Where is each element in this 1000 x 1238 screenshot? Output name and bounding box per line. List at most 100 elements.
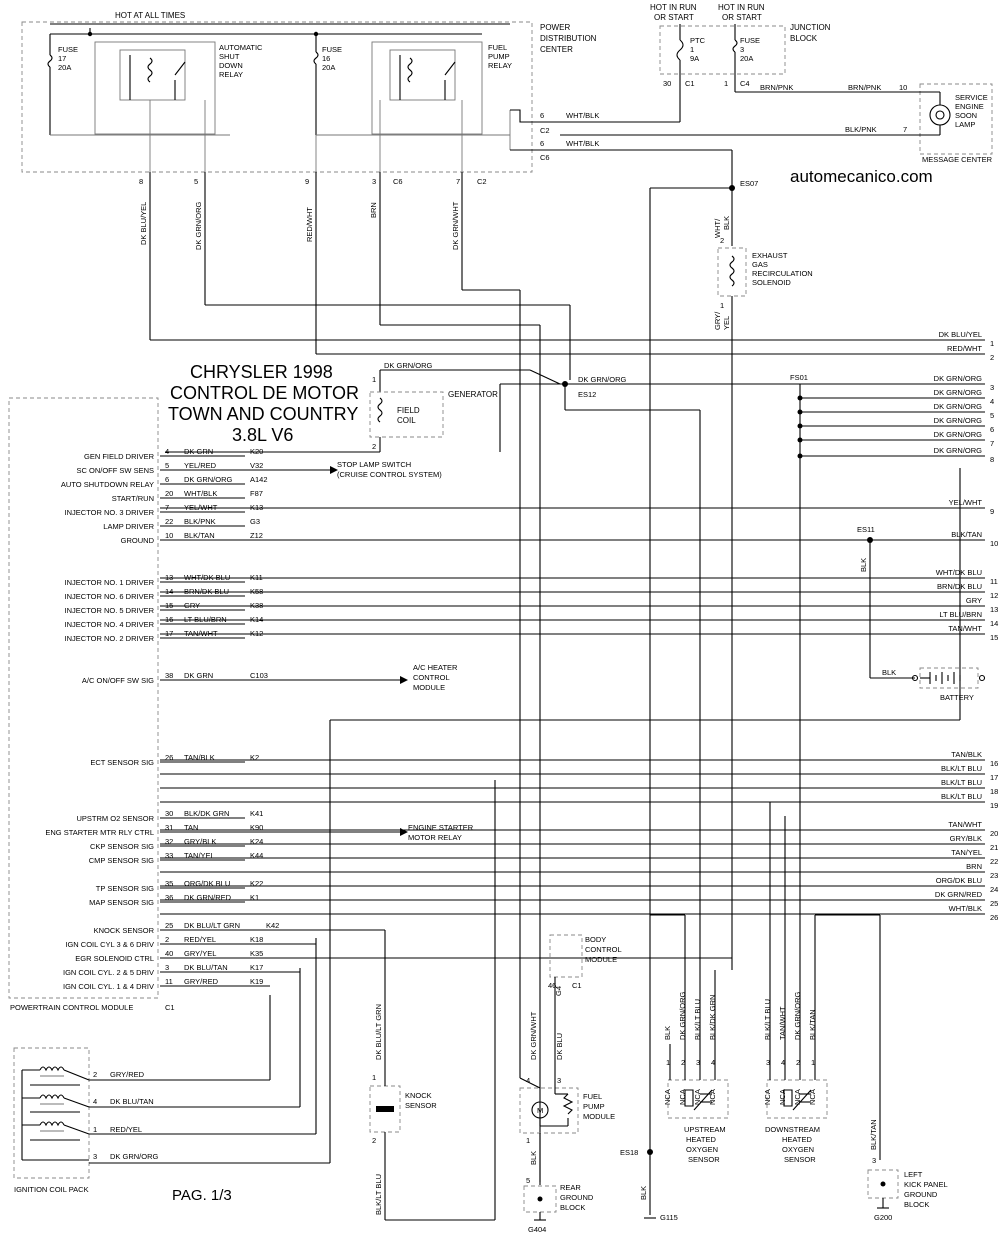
right-wire-label: BLK/LT BLU — [941, 778, 982, 787]
pcm-row-label: CKP SENSOR SIG — [90, 842, 154, 851]
dn-o2-name-line4: SENSOR — [784, 1155, 816, 1164]
pcm-row-code: K1 — [250, 893, 259, 902]
pcm-row-code: K17 — [250, 963, 263, 972]
rear-ground-line1: REAR — [560, 1183, 581, 1192]
right-pin-number: 4 — [990, 397, 994, 406]
pcm-row-pin: 32 — [165, 837, 173, 846]
pcm-row-code: K12 — [250, 629, 263, 638]
pcm-row-pin: 7 — [165, 503, 169, 512]
sensor-pin-label: 2 — [796, 1058, 800, 1067]
es12-label: ES12 — [578, 390, 596, 399]
pcm-row-wire: GRY/YEL — [184, 949, 216, 958]
pcm-row-pin: 30 — [165, 809, 173, 818]
pcm-row-label: INJECTOR NO. 2 DRIVER — [65, 634, 155, 643]
pcm-row-code: Z12 — [250, 531, 263, 540]
fuse16-label: FUSE — [322, 45, 342, 54]
msg-wire-blkpnk: BLK/PNK — [845, 125, 877, 134]
right-wire-label: DK GRN/ORG — [934, 402, 983, 411]
rear-ground-id: G404 — [528, 1225, 546, 1234]
field-coil-line2: COIL — [397, 416, 416, 425]
right-wire-label: TAN/YEL — [951, 848, 982, 857]
sensor-nca-label: NCA — [708, 1089, 717, 1105]
pcm-row-code: K24 — [250, 837, 263, 846]
pcm-row-wire: RED/YEL — [184, 935, 216, 944]
pcm-row-wire: TAN — [184, 823, 198, 832]
pcm-row-wire: GRY — [184, 601, 200, 610]
pcm-row-code: K11 — [250, 573, 263, 582]
left-kick-ground: BLK/TAN 3 LEFT KICK PANEL GROUND BLOCK G… — [867, 1119, 948, 1222]
pdc-name-line1: POWER — [540, 23, 570, 32]
up-o2-name-line1: UPSTREAM — [684, 1125, 726, 1134]
coil-pin-4: 4 — [93, 1097, 97, 1106]
hot-at-all-times-label: HOT AT ALL TIMES — [115, 11, 185, 20]
pcm-row-wire: GRY/RED — [184, 977, 219, 986]
battery: BLK BATTERY — [870, 667, 986, 702]
up-o2-name-line2: HEATED — [686, 1135, 716, 1144]
fpm-pin-3: 3 — [557, 1076, 561, 1085]
junction-conn-c1: C1 — [685, 79, 695, 88]
kick-name-line4: BLOCK — [904, 1200, 929, 1209]
dn-o2-name-line1: DOWNSTREAM — [765, 1125, 820, 1134]
egr-name-line1: EXHAUST — [752, 251, 788, 260]
pcm-row-pin: 5 — [165, 461, 169, 470]
title-line3: TOWN AND COUNTRY — [168, 404, 358, 424]
rear-ground-line3: BLOCK — [560, 1203, 585, 1212]
pcm-row-label: SC ON/OFF SW SENS — [76, 466, 154, 475]
kick-name-line2: KICK PANEL — [904, 1180, 948, 1189]
pcm-row-label: GEN FIELD DRIVER — [84, 452, 155, 461]
sensor-wire-label: BLK/LT BLU — [693, 999, 702, 1040]
hot-run-1-line2: OR START — [654, 13, 694, 22]
knock-pin-2: 2 — [372, 1136, 376, 1145]
bcm-conn: C1 — [572, 981, 582, 990]
msg-lamp-line2: ENGINE — [955, 102, 984, 111]
pdc-pin-7: 7 — [456, 177, 460, 186]
msg-lamp-line1: SERVICE — [955, 93, 988, 102]
ac-module-line3: MODULE — [413, 683, 445, 692]
right-pin-number: 6 — [990, 425, 994, 434]
egr-name-line2: GAS — [752, 260, 768, 269]
right-pin-number: 10 — [990, 539, 998, 548]
right-wire-label: TAN/WHT — [948, 624, 982, 633]
pcm-row-label: A/C ON/OFF SW SIG — [82, 676, 154, 685]
sensor-wire-label: BLK/TAN — [808, 1009, 817, 1040]
right-wire-label: TAN/WHT — [948, 820, 982, 829]
egr-solenoid: ES07 WHT/ BLK 2 EXHAUST GAS RECIRCULATIO… — [649, 179, 813, 1160]
vwire-dkgrnorg: DK GRN/ORG — [194, 201, 203, 250]
pcm-row-label: CMP SENSOR SIG — [89, 856, 154, 865]
pcm-row-code: C103 — [250, 671, 268, 680]
pcm-row-label: IGN COIL CYL 3 & 6 DRIV — [65, 940, 154, 949]
pcm-row-wire: TAN/YEL — [184, 851, 215, 860]
pcm-row-wire: DK BLU/LT GRN — [184, 921, 240, 930]
sensor-pin-label: 1 — [666, 1058, 670, 1067]
egr-wire-top: WHT/ — [713, 218, 722, 238]
coil-pin-1: 1 — [93, 1125, 97, 1134]
pcm-row-pin: 3 — [165, 963, 169, 972]
rear-ground-line2: GROUND — [560, 1193, 594, 1202]
egr-name-line3: RECIRCULATION — [752, 269, 813, 278]
pcm-row-pin: 13 — [165, 573, 173, 582]
ac-module-line1: A/C HEATER — [413, 663, 458, 672]
fpm-motor: M — [537, 1106, 543, 1115]
fpm-wire-gnd: BLK — [529, 1151, 538, 1165]
right-wire-label: TAN/BLK — [951, 750, 982, 759]
bcm-g4: G4 — [554, 986, 563, 996]
pcm-row-pin: 20 — [165, 489, 173, 498]
pcm-row-label: IGN COIL CYL. 1 & 4 DRIV — [63, 982, 154, 991]
pcm-row-pin: 22 — [165, 517, 173, 526]
pcm-row-pin: 33 — [165, 851, 173, 860]
pcm-row-label: INJECTOR NO. 4 DRIVER — [65, 620, 155, 629]
coil-pack-name: IGNITION COIL PACK — [14, 1185, 89, 1194]
egr-pin-1: 1 — [720, 301, 724, 310]
fs01-label: FS01 — [790, 373, 808, 382]
egr-pin-2: 2 — [720, 236, 724, 245]
generator-pin-2: 2 — [372, 442, 376, 451]
title-line4: 3.8L V6 — [232, 425, 293, 445]
fp-relay-line2: PUMP — [488, 52, 510, 61]
pdc-out-wire-b: WHT/BLK — [566, 139, 599, 148]
right-pin-number: 18 — [990, 787, 998, 796]
right-pin-number: 25 — [990, 899, 998, 908]
fuse17-num: 17 — [58, 54, 66, 63]
arrow-icon — [400, 828, 408, 836]
right-wire-label: DK GRN/ORG — [934, 388, 983, 397]
